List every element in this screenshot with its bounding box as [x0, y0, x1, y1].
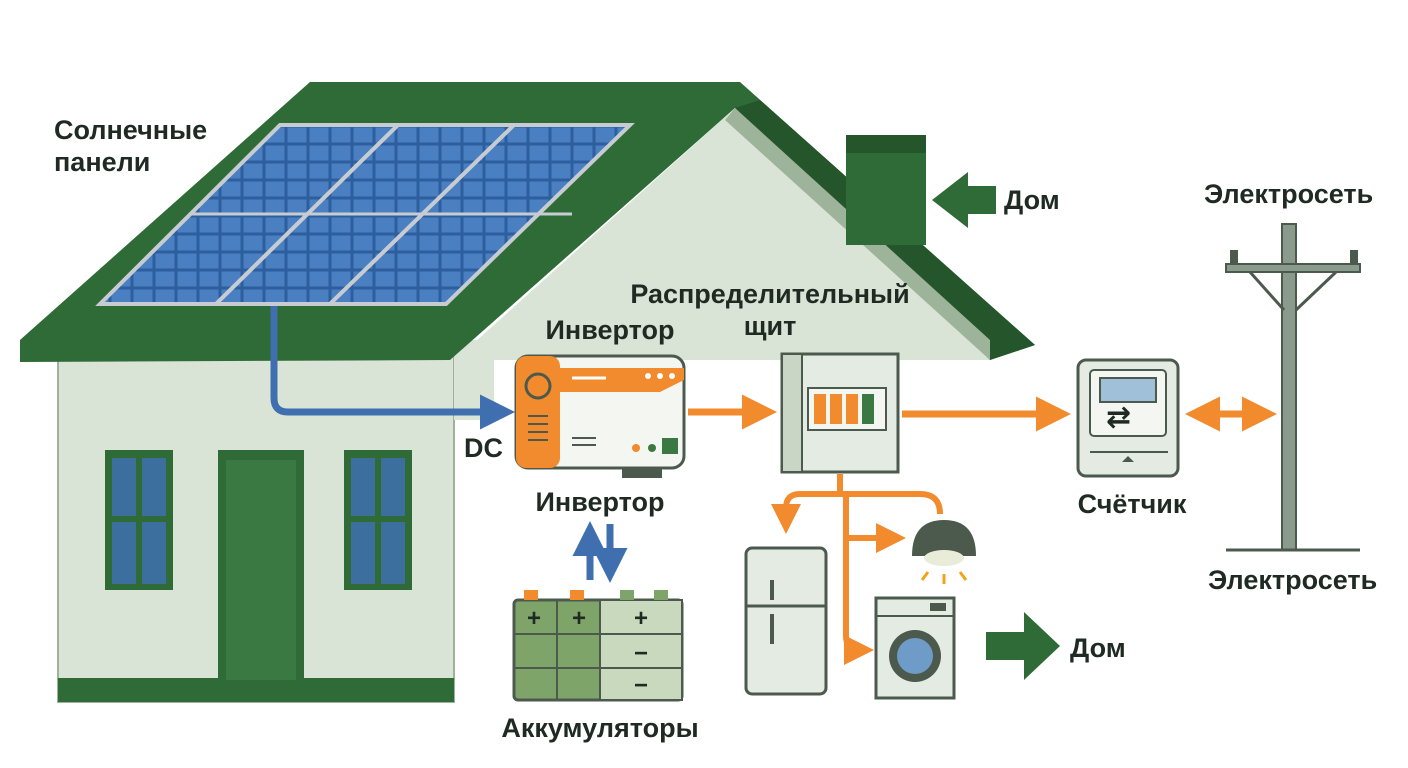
label-meter: Счётчик: [1077, 489, 1187, 519]
meter-arrows-icon: ⇄: [1106, 401, 1132, 434]
label-solar-panels: Солнечные панели: [54, 115, 208, 177]
label-grid-bottom: Электросеть: [1208, 565, 1378, 595]
fridge-icon: [744, 546, 828, 696]
lamp-icon: [912, 520, 976, 584]
battery-minus-1: −: [634, 640, 649, 667]
house-arrow-top: [932, 172, 996, 228]
label-inverter-top: Инвертор: [545, 315, 675, 345]
roof-gable: [455, 108, 990, 360]
chimney-cap: [846, 135, 926, 153]
inverter: [514, 354, 686, 478]
label-dc: DC: [464, 433, 503, 463]
label-batteries: Аккумуляторы: [501, 713, 699, 743]
house-arrow-bottom: [986, 612, 1060, 680]
label-inverter-bottom: Инвертор: [535, 487, 665, 517]
meter-icon: [1076, 358, 1180, 478]
solar-panels: [95, 123, 635, 306]
board-branches: [771, 474, 943, 665]
label-distribution-board: Распределительный щит: [630, 279, 910, 341]
battery-plus-1: +: [527, 605, 542, 632]
label-house-top: Дом: [1004, 185, 1060, 215]
washing-machine-icon: [874, 596, 956, 700]
power-pole: [1225, 223, 1361, 552]
battery-minus-2: −: [634, 672, 649, 699]
battery-plus-2: +: [572, 605, 587, 632]
dc-line: [270, 306, 515, 430]
window-right: [344, 450, 412, 590]
window-left: [105, 450, 173, 590]
label-grid-top: Электросеть: [1204, 179, 1374, 209]
label-house-bottom: Дом: [1070, 633, 1126, 663]
battery-plus-3: +: [634, 605, 649, 632]
chimney: [846, 135, 926, 245]
distribution-board: [780, 352, 900, 474]
batteries: [512, 590, 684, 702]
house-base: [58, 678, 454, 702]
